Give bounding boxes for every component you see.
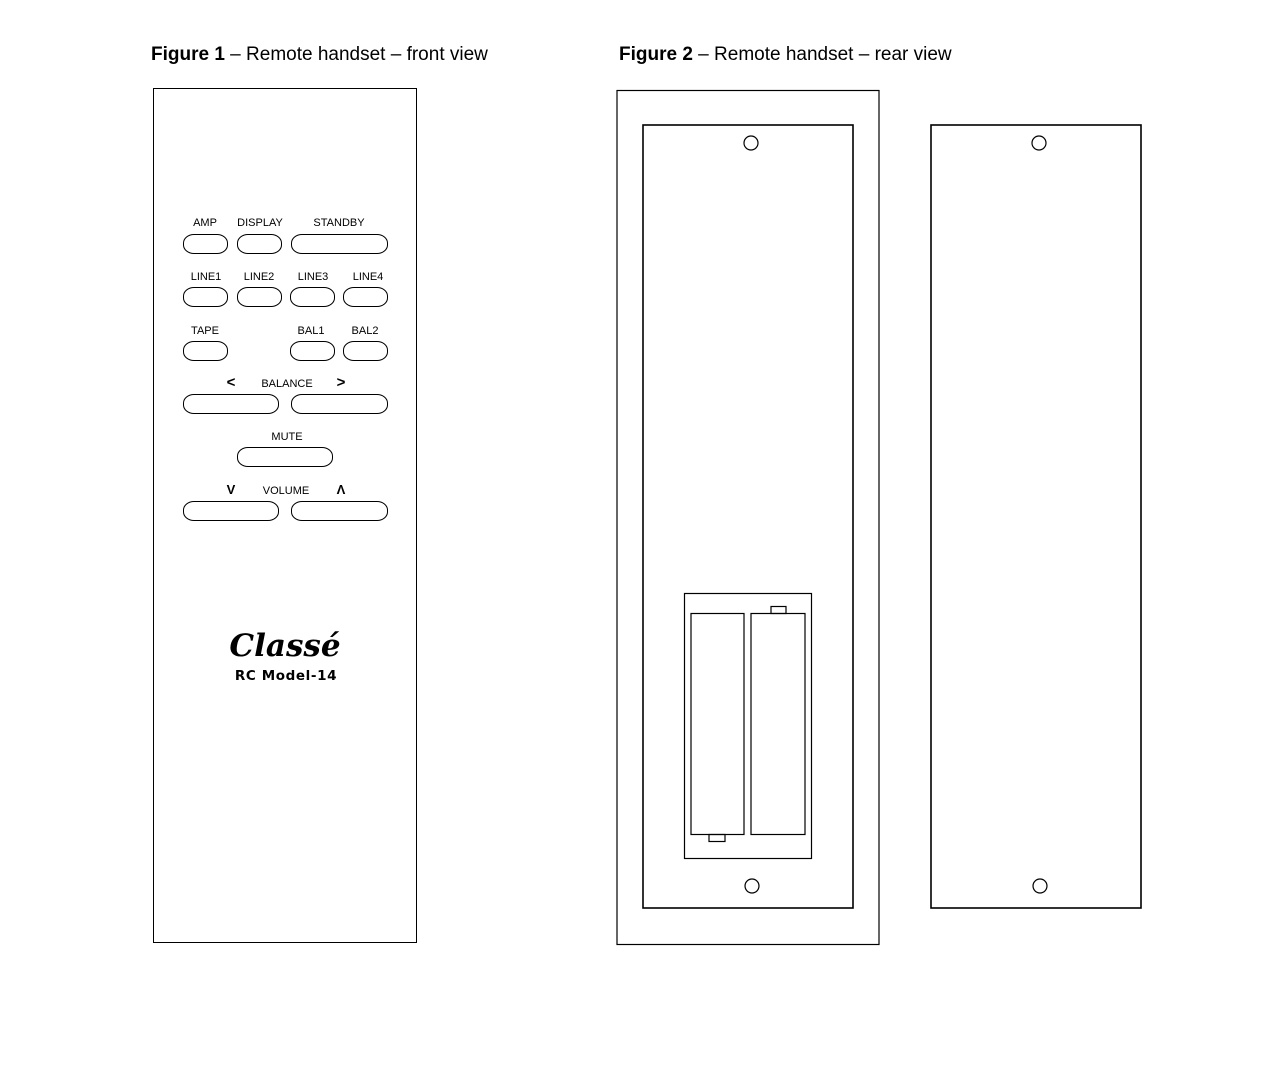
amp-label: AMP	[193, 217, 217, 229]
volume-down-arrow: V	[226, 482, 236, 497]
figure-2-label: Figure 2	[619, 44, 693, 65]
figure-2-caption-text: – Remote handset – rear view	[692, 44, 952, 65]
balance-right-arrow: >	[336, 374, 346, 391]
display-button[interactable]	[237, 234, 282, 254]
cover-screw-hole-top-icon	[1031, 135, 1047, 151]
battery-right-terminal-icon	[770, 605, 787, 615]
volume-up-arrow: Λ	[336, 482, 346, 497]
battery-right-icon	[750, 612, 806, 836]
rear-casing-outline	[616, 89, 880, 946]
line1-button[interactable]	[183, 287, 228, 307]
bal1-button[interactable]	[290, 341, 335, 361]
standby-label: STANDBY	[313, 217, 365, 229]
bal2-label: BAL2	[351, 325, 379, 337]
battery-left-terminal-icon	[708, 833, 726, 843]
line3-button[interactable]	[290, 287, 335, 307]
mute-button[interactable]	[237, 447, 333, 467]
battery-compartment	[683, 592, 813, 860]
figure-1-caption: Figure 1 – Remote handset – front view	[151, 44, 488, 66]
bal2-button[interactable]	[343, 341, 388, 361]
battery-cover	[930, 124, 1142, 909]
mute-label: MUTE	[271, 431, 303, 443]
line3-label: LINE3	[297, 271, 329, 283]
model-name: RC Model-14	[234, 668, 338, 684]
line4-label: LINE4	[352, 271, 384, 283]
tape-button[interactable]	[183, 341, 228, 361]
volume-up-button[interactable]	[291, 501, 388, 521]
battery-left-icon	[690, 612, 745, 836]
line2-button[interactable]	[237, 287, 282, 307]
bal1-label: BAL1	[297, 325, 325, 337]
balance-label: BALANCE	[261, 378, 313, 390]
balance-left-arrow: <	[226, 374, 236, 391]
line1-label: LINE1	[190, 271, 222, 283]
tape-label: TAPE	[191, 325, 219, 337]
line4-button[interactable]	[343, 287, 388, 307]
volume-label: VOLUME	[262, 485, 310, 497]
screw-hole-bottom-icon	[744, 878, 760, 894]
cover-screw-hole-bottom-icon	[1032, 878, 1048, 894]
figure-1-label: Figure 1	[151, 44, 225, 65]
figure-2-caption: Figure 2 – Remote handset – rear view	[619, 44, 952, 66]
display-label: DISPLAY	[237, 217, 283, 229]
rear-inner-panel	[642, 124, 854, 909]
standby-button[interactable]	[291, 234, 388, 254]
figure-1-caption-text: – Remote handset – front view	[224, 44, 488, 65]
balance-right-button[interactable]	[291, 394, 388, 414]
amp-button[interactable]	[183, 234, 228, 254]
line2-label: LINE2	[243, 271, 275, 283]
balance-left-button[interactable]	[183, 394, 279, 414]
screw-hole-top-icon	[743, 135, 759, 151]
brand-logo: Classé	[229, 628, 341, 664]
volume-down-button[interactable]	[183, 501, 279, 521]
